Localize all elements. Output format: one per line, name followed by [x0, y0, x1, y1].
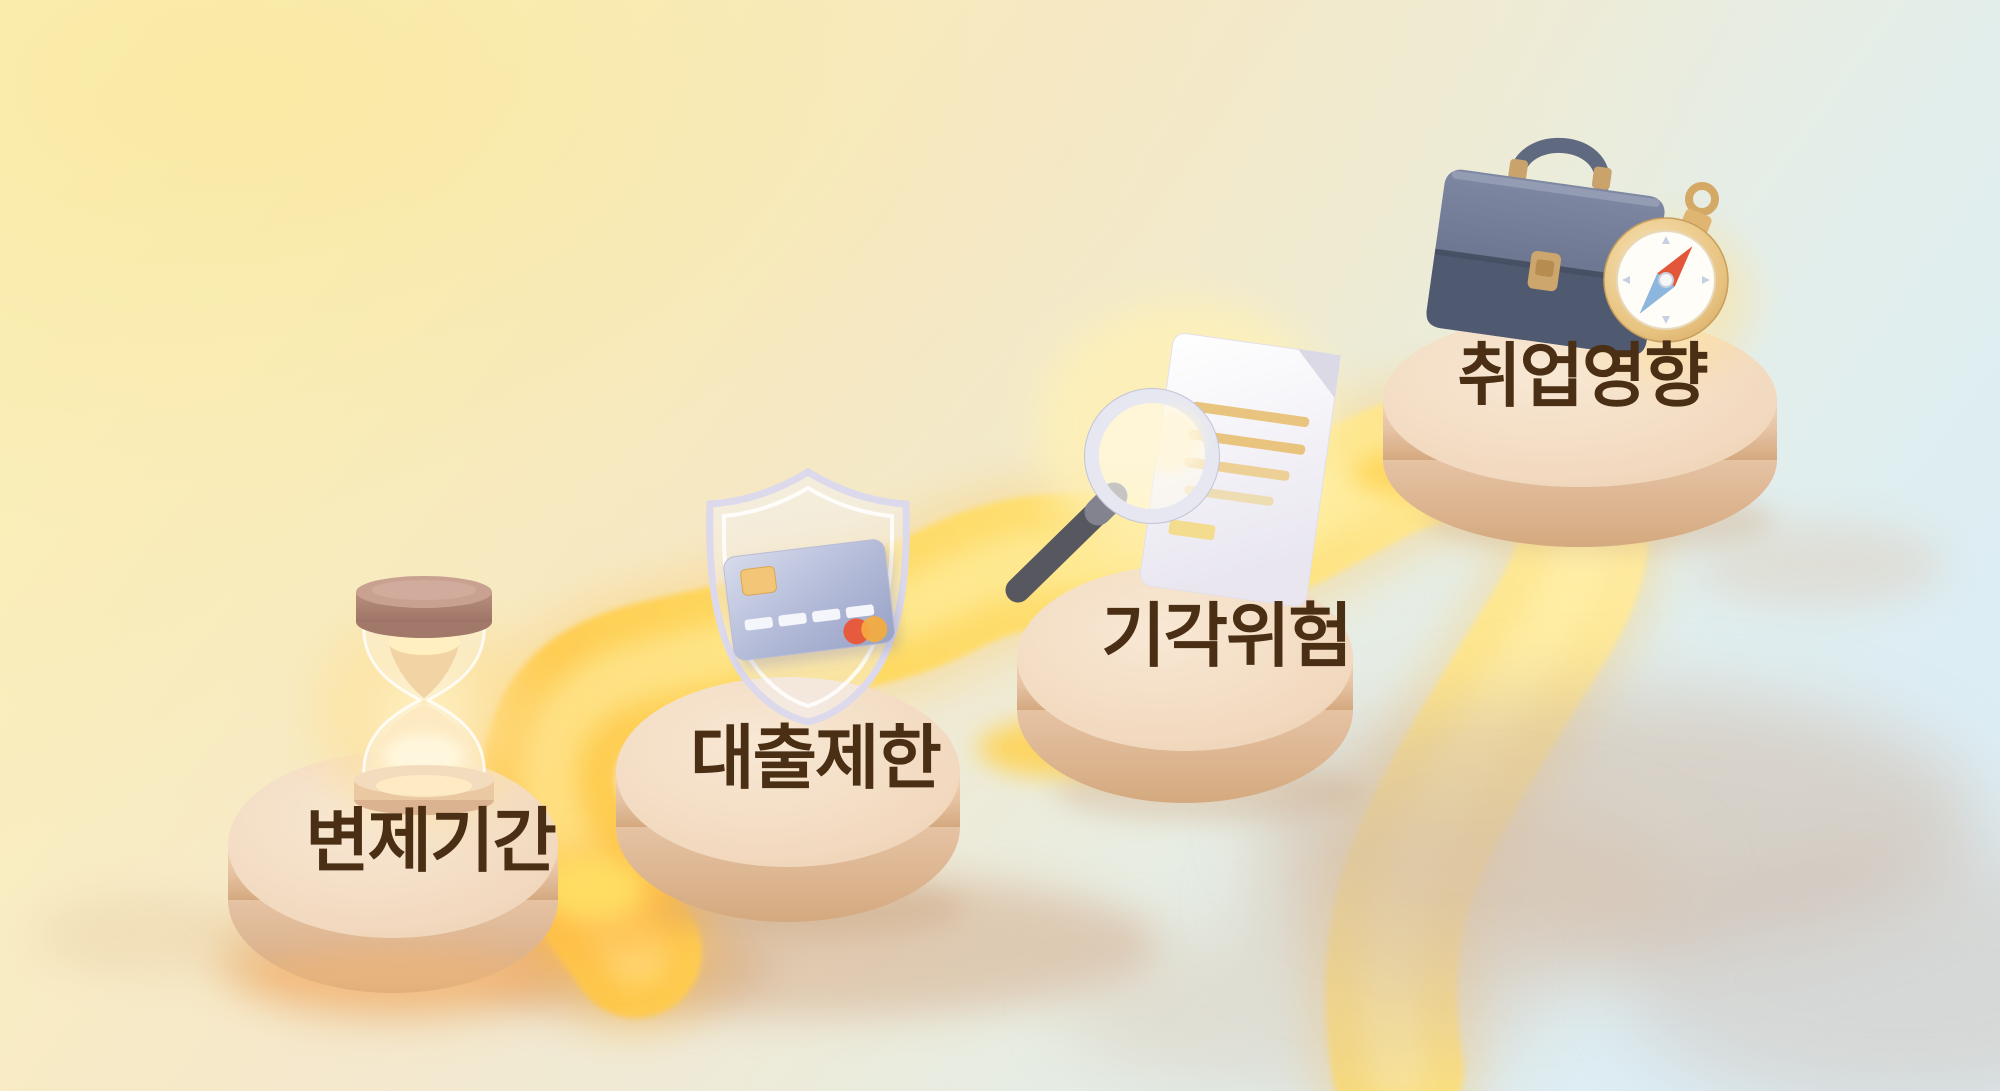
briefcase-clasp-inner [1535, 259, 1555, 277]
hourglass-cap-top-highlight [372, 580, 476, 600]
step-label-3: 기각위험 [1101, 597, 1351, 675]
ground-shadows-front [1060, 523, 2000, 1091]
shadow-corner [1620, 850, 2000, 1091]
compass-crown-ring [1685, 182, 1719, 216]
compass-face-rim [1616, 230, 1716, 330]
shield-credit-card-icon [706, 467, 910, 726]
platform-1-warm-reflection [255, 947, 545, 1003]
hourglass-base-glow [376, 775, 472, 797]
briefcase-handle-fitting-right [1591, 166, 1612, 190]
step-2: 대출제한 [616, 467, 965, 938]
shield-inner-line [721, 485, 895, 709]
credit-card-logo-orange [861, 616, 888, 643]
magnifier-document-icon [1005, 300, 1341, 607]
magnifier-lens-glare [1138, 408, 1202, 472]
credit-card-stripe-3 [812, 608, 841, 623]
compass-icon [1603, 182, 1729, 343]
credit-card-chip [740, 565, 777, 596]
shadow-bottom-center [1060, 925, 1540, 1091]
credit-card [723, 539, 896, 661]
step-label-1: 변제기간 [305, 802, 556, 880]
briefcase-handle-fitting-left [1508, 158, 1529, 183]
compass-pivot [1658, 272, 1674, 288]
briefcase-compass-icon [1426, 137, 1776, 400]
platform-2-top [616, 677, 960, 867]
credit-card-icon [723, 539, 901, 669]
step-label-2: 대출제한 [690, 719, 941, 797]
document-folded-corner [1298, 349, 1341, 398]
shadow-left [35, 895, 265, 975]
platform-3 [1017, 565, 1353, 803]
step-3: 기각위험 [1005, 300, 1365, 822]
hourglass-base [354, 765, 494, 815]
credit-card-stripe-2 [778, 612, 807, 627]
document-tab [1168, 519, 1216, 541]
platform-3-top [1017, 565, 1353, 751]
ribbon-tip-hotspot [540, 856, 644, 920]
shadow-right-of-platform-4 [1695, 523, 1945, 607]
magnifier-icon [1005, 388, 1220, 603]
document-line-2 [1188, 429, 1306, 455]
credit-card-stripe-4 [845, 604, 875, 619]
document-line-1 [1191, 401, 1310, 428]
briefcase-icon [1426, 137, 1665, 355]
hourglass-icon [284, 576, 564, 850]
briefcase-front [1426, 254, 1655, 355]
platform-2 [616, 677, 960, 922]
step-4: 취업영향 [1383, 137, 1777, 552]
briefcase-top-highlight [1451, 170, 1660, 207]
credit-card-stripe-1 [744, 616, 773, 631]
step-label-4: 취업영향 [1457, 337, 1707, 415]
hourglass-cap-top [356, 576, 492, 638]
step-1: 변제기간 [228, 576, 564, 1003]
